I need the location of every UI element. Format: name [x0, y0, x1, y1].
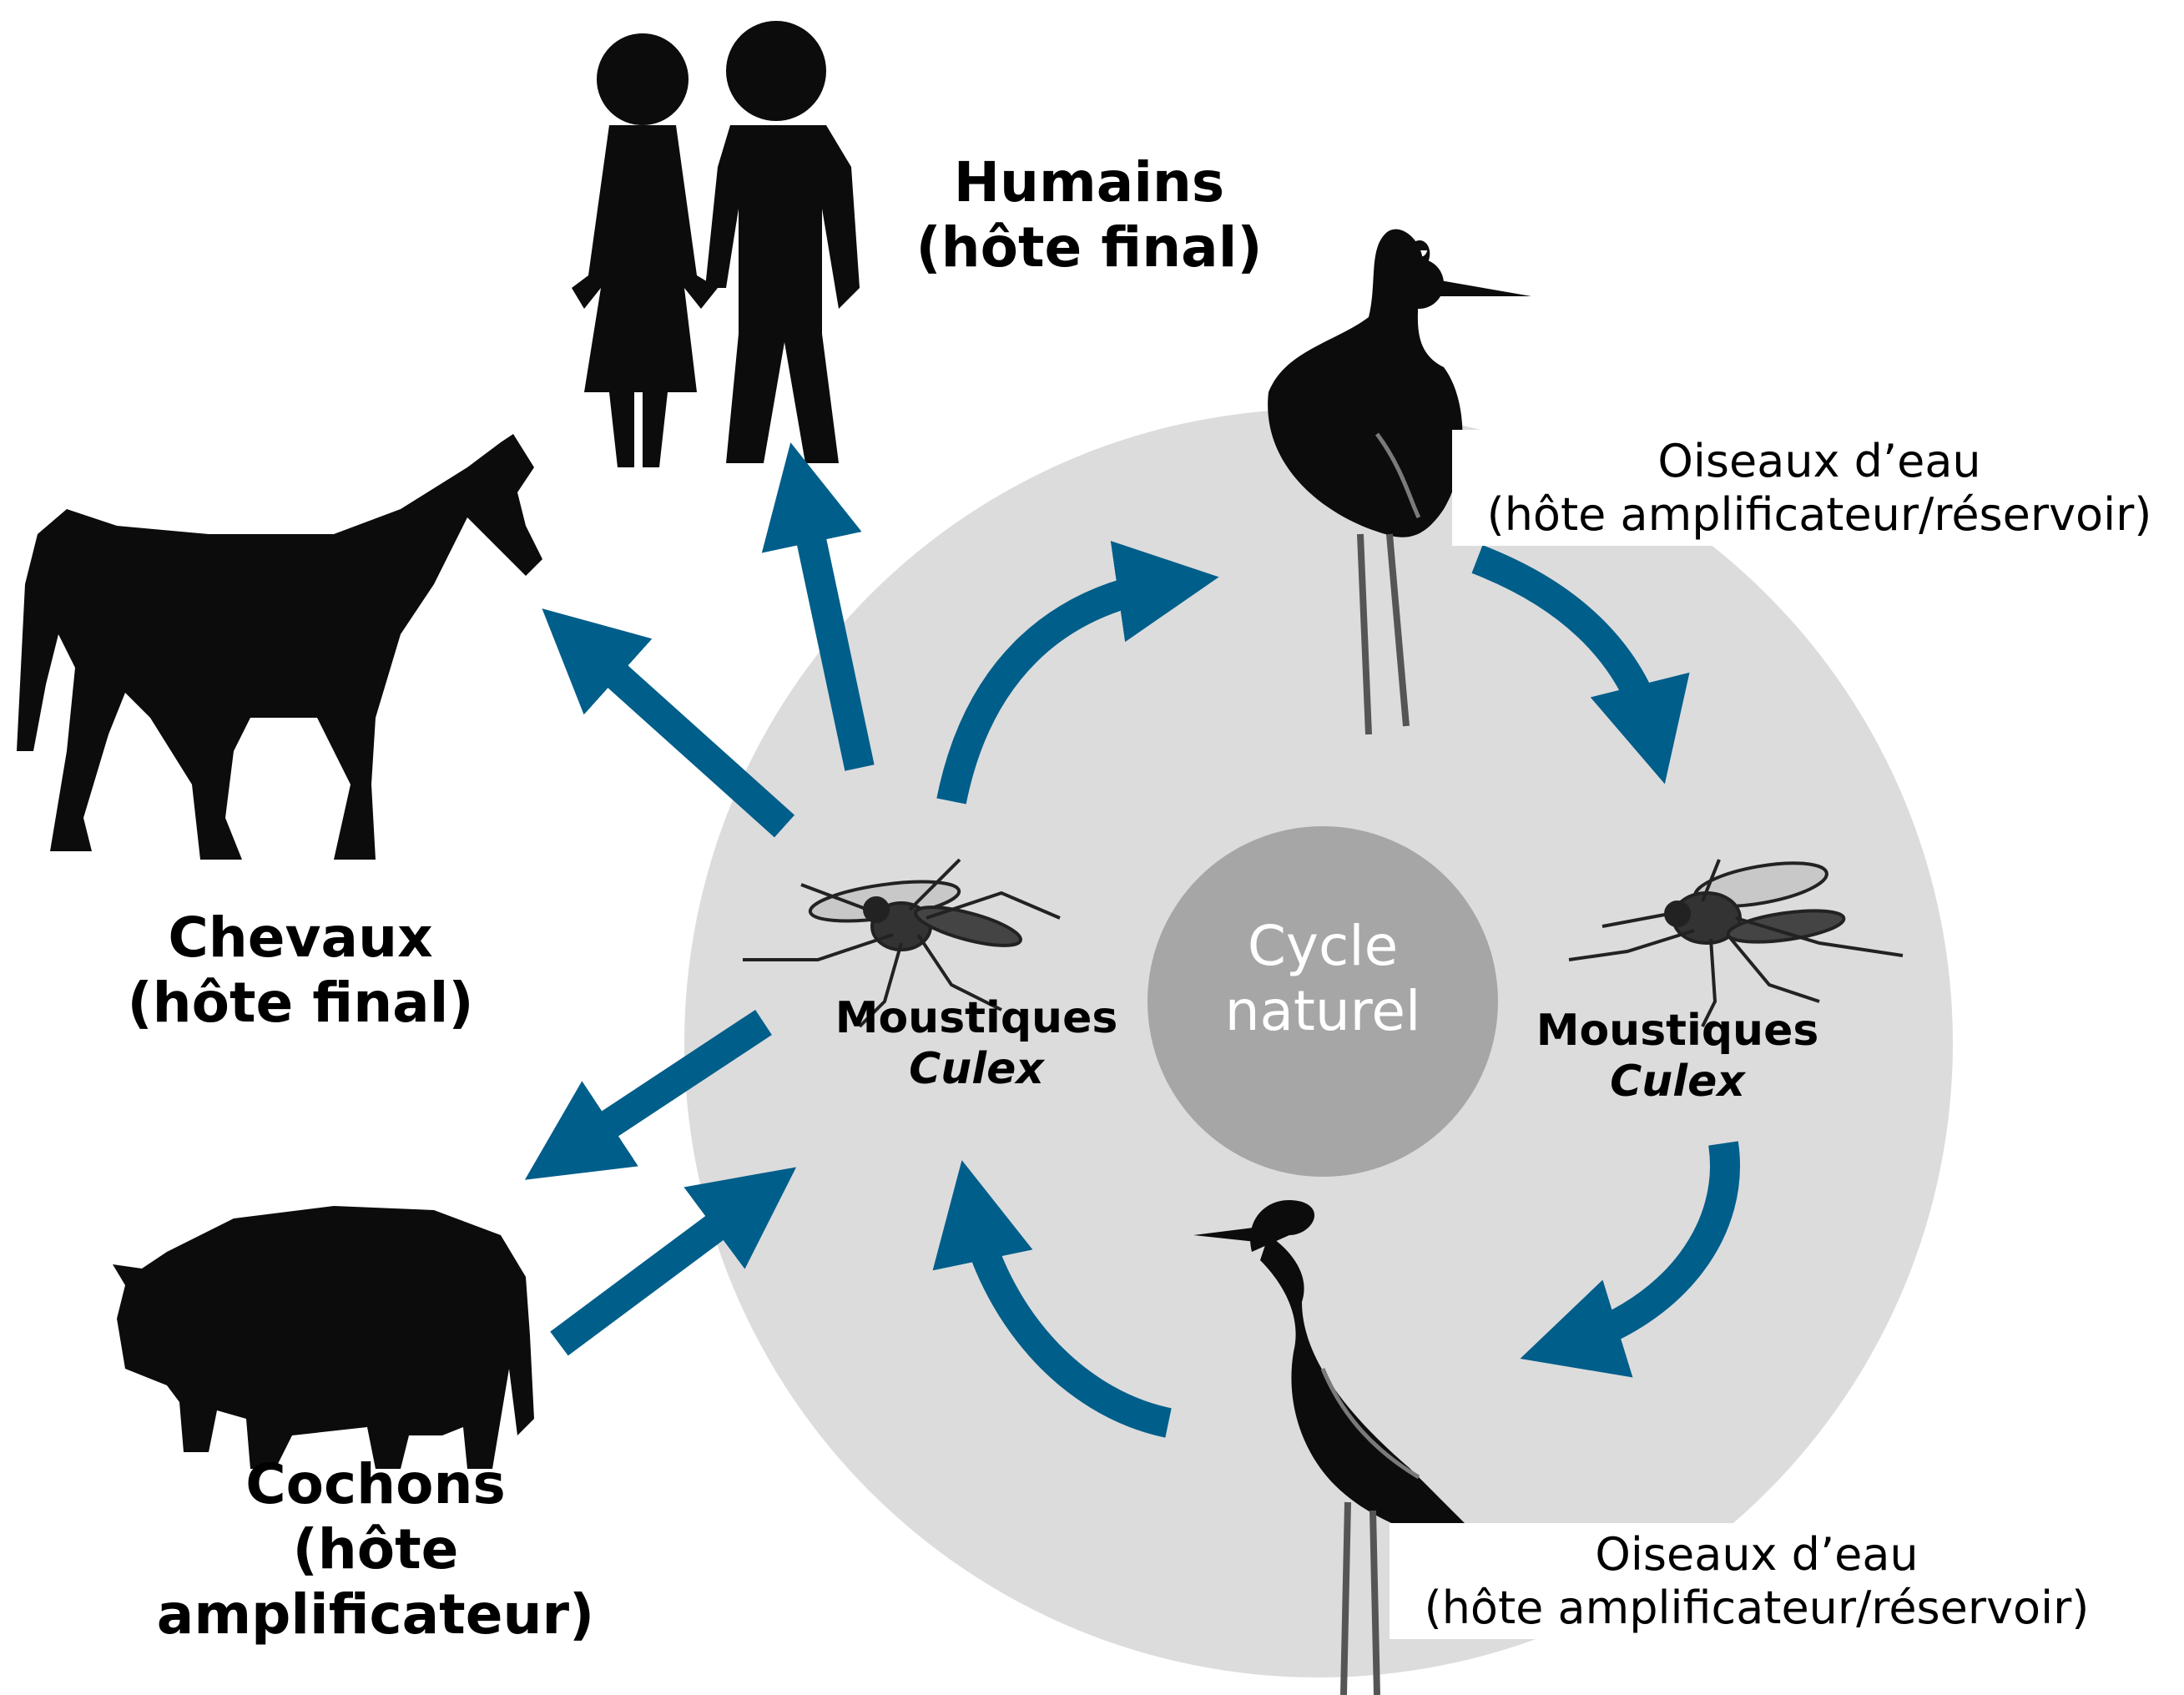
humans-role: (hôte final)	[864, 215, 1314, 280]
bottom-birds-label: Oiseaux d’eau (hôte amplificateur/réserv…	[1390, 1523, 2124, 1639]
center-cycle-line1: Cycle	[1156, 914, 1490, 979]
right-mosquito-name: Moustiques	[1502, 1006, 1853, 1057]
pigs-name: Cochons	[125, 1452, 626, 1517]
pigs-role-line1: (hôte	[125, 1517, 626, 1582]
horses-label: Chevaux (hôte final)	[83, 906, 517, 1036]
right-mosquito-label: Moustiques Culex	[1502, 1006, 1853, 1108]
arrow-mosquito-to-horses	[580, 643, 784, 826]
human-couple-icon	[572, 21, 860, 467]
pig-icon	[113, 1206, 534, 1469]
horses-role: (hôte final)	[83, 971, 517, 1036]
pigs-label: Cochons (hôte amplificateur)	[125, 1452, 626, 1647]
left-mosquito-species: Culex	[801, 1044, 1152, 1095]
bottom-birds-role: (hôte amplificateur/réservoir)	[1398, 1581, 2116, 1635]
bottom-birds-name: Oiseaux d’eau	[1398, 1528, 2116, 1581]
arrow-pigs-to-mosquito	[559, 1198, 755, 1344]
top-birds-name: Oiseaux d’eau	[1460, 435, 2178, 488]
top-birds-role: (hôte amplificateur/réservoir)	[1460, 488, 2178, 542]
horses-name: Chevaux	[83, 906, 517, 971]
center-cycle-line2: naturel	[1156, 979, 1490, 1044]
pigs-role-line2: amplificateur)	[125, 1582, 626, 1647]
left-mosquito-label: Moustiques Culex	[801, 993, 1152, 1096]
right-mosquito-species: Culex	[1502, 1057, 1853, 1107]
top-birds-label: Oiseaux d’eau (hôte amplificateur/réserv…	[1452, 430, 2184, 546]
center-cycle-label: Cycle naturel	[1156, 914, 1490, 1044]
horse-icon	[17, 434, 542, 860]
humans-name: Humains	[864, 150, 1314, 215]
humans-label: Humains (hôte final)	[864, 150, 1314, 280]
left-mosquito-name: Moustiques	[801, 993, 1152, 1044]
